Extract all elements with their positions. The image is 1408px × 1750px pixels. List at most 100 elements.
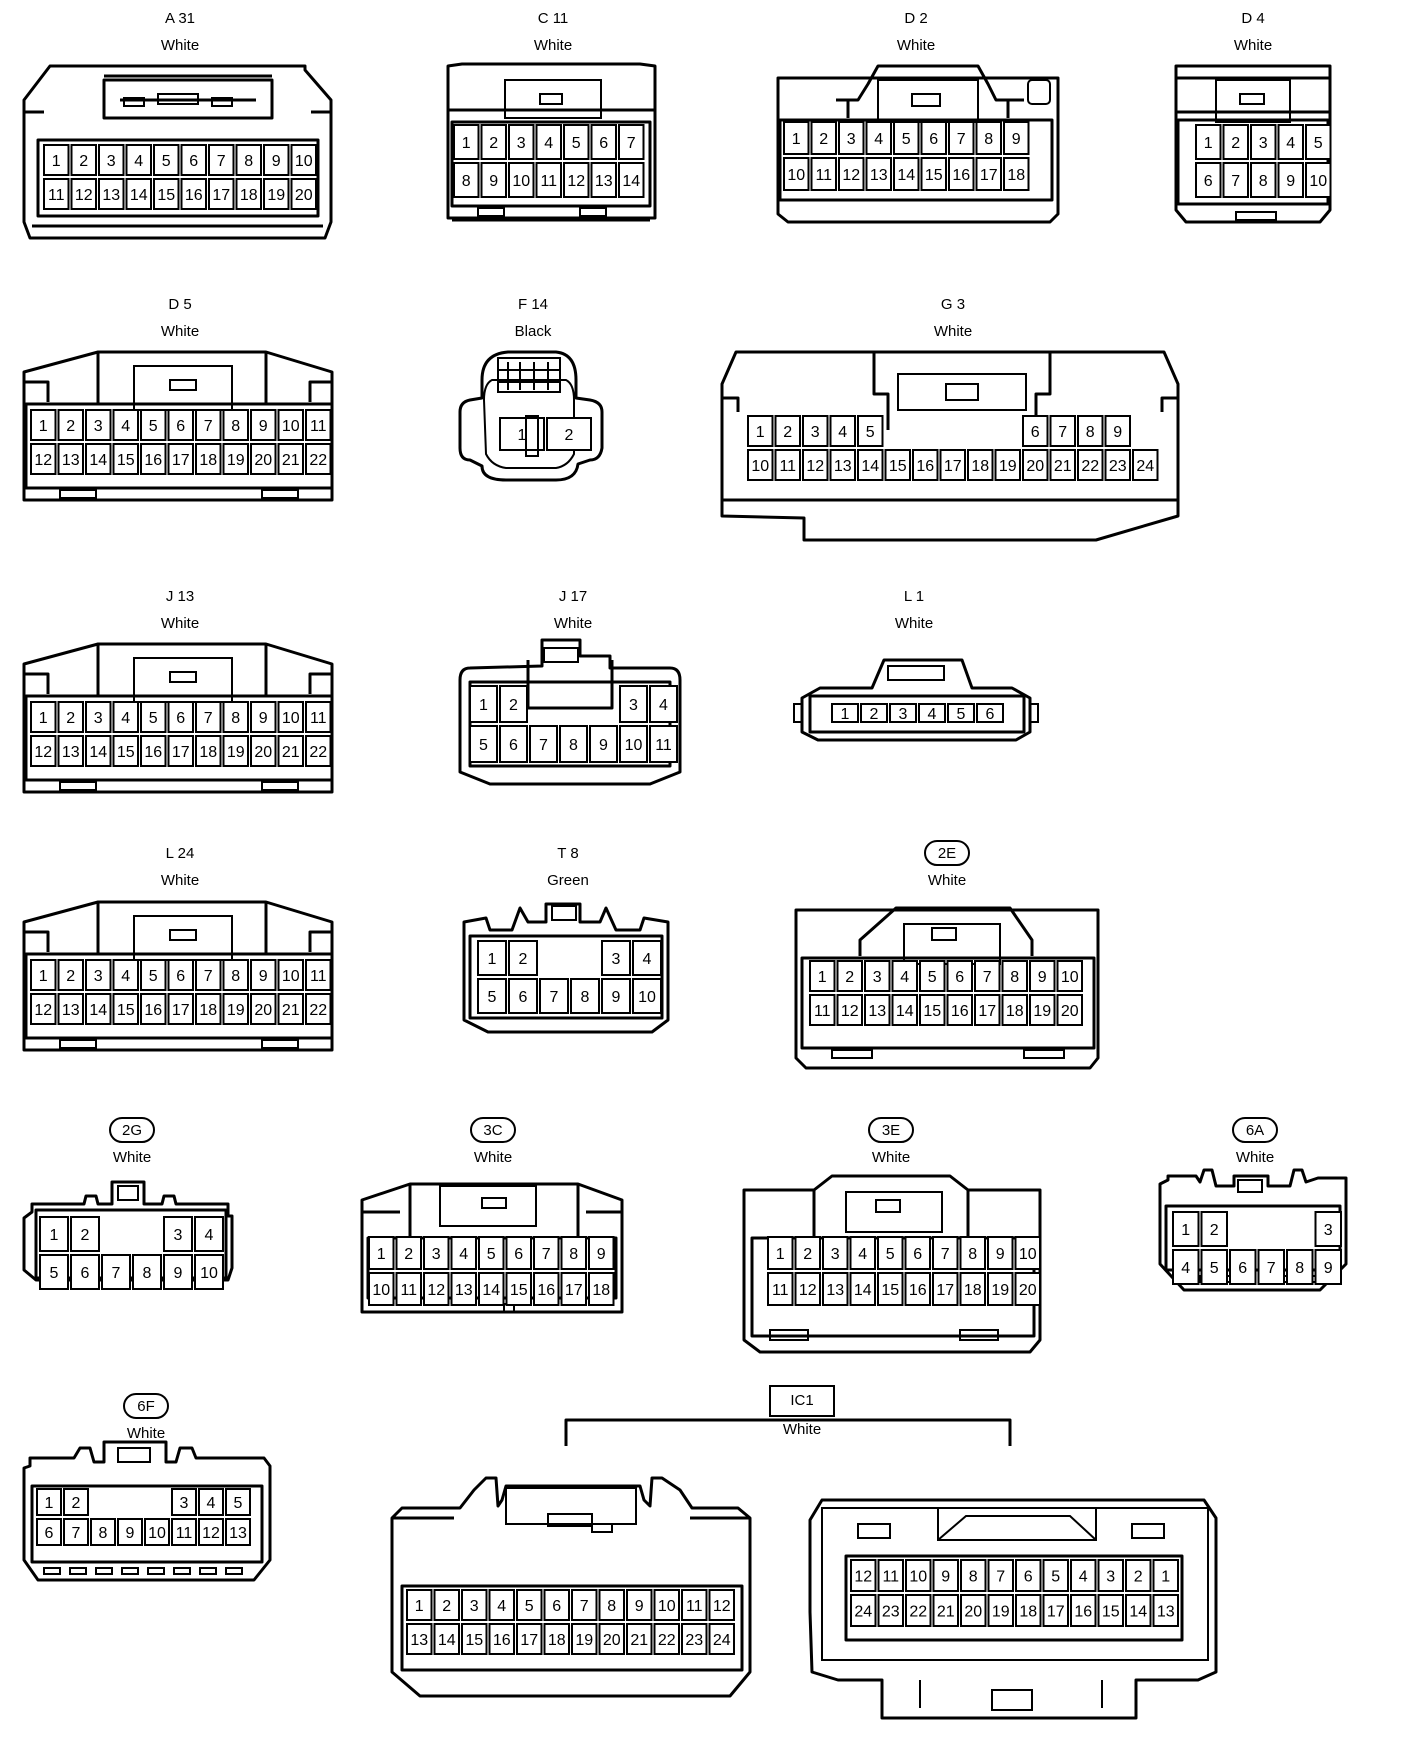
pin-number: 4 bbox=[205, 1227, 214, 1244]
pin-number: 4 bbox=[134, 153, 143, 170]
connector-color: White bbox=[474, 1149, 512, 1166]
pin-number: 7 bbox=[550, 989, 559, 1006]
pin-cell bbox=[893, 121, 920, 155]
connector-code: J 17 bbox=[559, 588, 587, 605]
pin-number: 14 bbox=[89, 1002, 107, 1019]
housing-part bbox=[169, 671, 197, 683]
pin-cell bbox=[125, 178, 152, 210]
pin-cell bbox=[195, 959, 222, 991]
pin-number: 24 bbox=[854, 1604, 872, 1621]
pin-cell bbox=[277, 443, 304, 475]
connector-badge bbox=[470, 1117, 516, 1143]
pin-cell bbox=[1125, 1594, 1152, 1627]
pin-number: 22 bbox=[309, 452, 327, 469]
pin-cell bbox=[70, 1254, 100, 1290]
pin-number: 1 bbox=[756, 424, 765, 441]
pin-cell bbox=[1029, 994, 1056, 1026]
pin-cell bbox=[505, 1236, 532, 1270]
pin-number: 11 bbox=[310, 710, 327, 727]
connector-code: J 13 bbox=[166, 588, 194, 605]
pin-number: 18 bbox=[199, 1002, 217, 1019]
pin-number: 10 bbox=[625, 737, 643, 754]
pin-cell bbox=[653, 1589, 680, 1621]
housing-outline bbox=[446, 62, 657, 220]
pin-number: 8 bbox=[1086, 424, 1095, 441]
pin-cell bbox=[469, 725, 498, 763]
pin-cell bbox=[57, 735, 84, 767]
housing-part bbox=[59, 489, 97, 499]
pin-number: 19 bbox=[227, 744, 245, 761]
connector-badge bbox=[924, 840, 970, 866]
pin-number: 6 bbox=[986, 706, 995, 723]
pin-number: 5 bbox=[479, 737, 488, 754]
pin-cell bbox=[222, 409, 249, 441]
pin-number: 13 bbox=[229, 1525, 247, 1542]
pin-number: 10 bbox=[295, 153, 313, 170]
pin-cell bbox=[891, 994, 918, 1026]
pin-number: 20 bbox=[254, 1002, 272, 1019]
pin-cell bbox=[508, 124, 535, 160]
housing-part bbox=[497, 357, 561, 393]
pin-number: 6 bbox=[176, 418, 185, 435]
pin-number: 12 bbox=[427, 1282, 445, 1299]
pin-cell bbox=[836, 960, 863, 992]
pin-cell bbox=[939, 449, 966, 481]
pin-cell bbox=[877, 1559, 904, 1592]
pin-cell bbox=[1056, 960, 1083, 992]
pin-number: 14 bbox=[854, 1282, 872, 1299]
pin-number: 12 bbox=[202, 1525, 220, 1542]
housing-outline bbox=[362, 1184, 622, 1240]
pin-number: 8 bbox=[984, 131, 993, 148]
pin-number: 7 bbox=[996, 1569, 1005, 1586]
housing-part bbox=[897, 373, 1027, 411]
pin-number: 9 bbox=[1324, 1260, 1333, 1277]
pin-cell bbox=[171, 1518, 197, 1546]
pin-cell bbox=[893, 157, 920, 191]
pin-number: 2 bbox=[79, 153, 88, 170]
pin-cell bbox=[1152, 1559, 1179, 1592]
housing-part bbox=[69, 1567, 87, 1575]
pin-number: 5 bbox=[525, 1598, 534, 1615]
pin-cell bbox=[277, 409, 304, 441]
pin-cell bbox=[1250, 124, 1277, 160]
pin-cell bbox=[783, 121, 810, 155]
pin-cell bbox=[632, 978, 662, 1014]
connector-badge bbox=[109, 1117, 155, 1143]
pin-cell bbox=[305, 993, 332, 1025]
pin-number: 1 bbox=[841, 706, 850, 723]
pin-number: 1 bbox=[1161, 1569, 1170, 1586]
pin-number: 16 bbox=[144, 744, 162, 761]
housing-part bbox=[439, 1185, 537, 1227]
pin-number: 19 bbox=[575, 1632, 593, 1649]
pin-number: 3 bbox=[811, 424, 820, 441]
pin-number: 16 bbox=[1074, 1604, 1092, 1621]
pin-number: 13 bbox=[595, 173, 613, 190]
pin-cell bbox=[140, 735, 167, 767]
pin-cell bbox=[529, 725, 558, 763]
pin-cell bbox=[1125, 1559, 1152, 1592]
pin-number: 8 bbox=[1010, 969, 1019, 986]
housing-part bbox=[887, 665, 945, 681]
pin-cell bbox=[539, 978, 569, 1014]
pin-cell bbox=[250, 959, 277, 991]
pin-cell bbox=[263, 178, 290, 210]
pin-cell bbox=[1229, 1249, 1257, 1285]
pin-cell bbox=[588, 1236, 615, 1270]
pin-number: 8 bbox=[244, 153, 253, 170]
pin-cell bbox=[488, 1623, 515, 1655]
pin-number: 20 bbox=[964, 1604, 982, 1621]
pin-number: 2 bbox=[1231, 135, 1240, 152]
pin-cell bbox=[774, 449, 801, 481]
housing-outline bbox=[836, 64, 1024, 102]
pin-number: 4 bbox=[838, 424, 847, 441]
pin-number: 6 bbox=[1204, 173, 1213, 190]
pin-cell bbox=[43, 144, 70, 176]
pin-cell bbox=[948, 157, 975, 191]
pin-cell bbox=[305, 735, 332, 767]
pin-cell bbox=[57, 701, 84, 733]
pin-number: 17 bbox=[980, 167, 998, 184]
pin-number: 13 bbox=[62, 744, 80, 761]
housing-part bbox=[1239, 93, 1265, 105]
pin-cell bbox=[250, 735, 277, 767]
connector-badge-box bbox=[769, 1385, 835, 1417]
